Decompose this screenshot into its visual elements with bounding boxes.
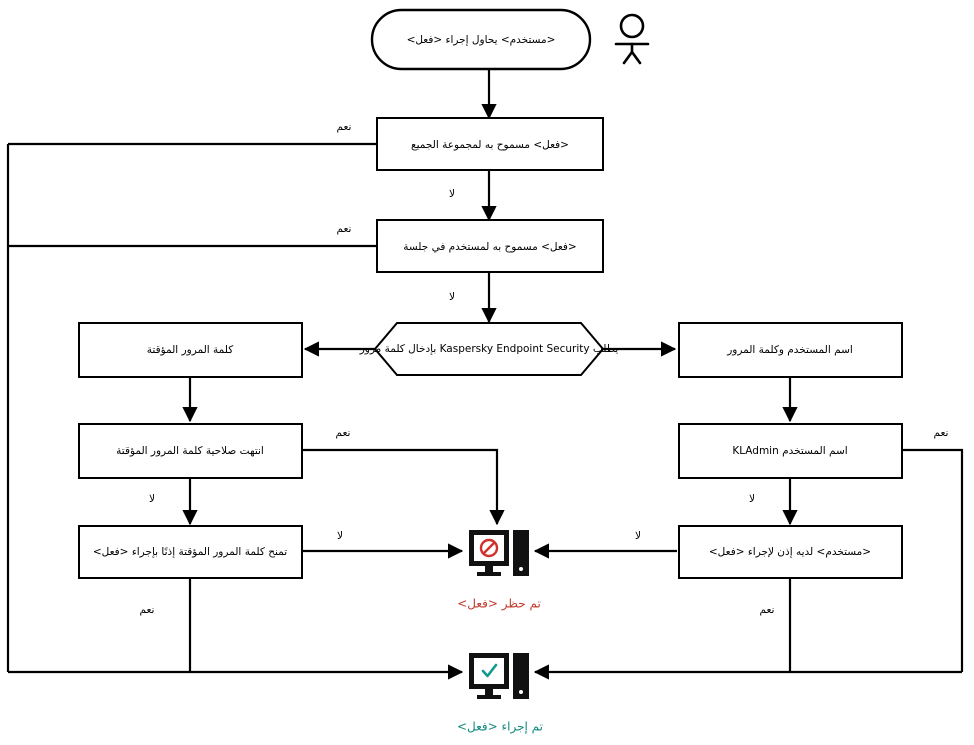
status-label-blocked: تم حظر <فعل> — [457, 597, 541, 612]
node-temporary-password-label: كلمة المرور المؤقتة — [147, 344, 233, 356]
node-kes-password-prompt[interactable]: يطلب Kaspersky Endpoint Security بإدخال … — [359, 322, 619, 376]
node-temporary-password-grants[interactable]: تمنح كلمة المرور المؤقتة إذنًا بإجراء <ف… — [78, 525, 303, 579]
edge-label-session-yes: نعم — [337, 223, 352, 235]
node-start[interactable]: ‎<مستخدم> يحاول إجراء <فعل> — [370, 8, 592, 71]
node-session-user-label: ‎<فعل> مسموح به لمستخدم في جلسة — [403, 241, 576, 253]
edge-kladmin-yes-to-allowed — [902, 448, 964, 672]
monitor-blocked-icon — [469, 530, 529, 576]
edge-label-expired-no: لا — [149, 493, 155, 505]
node-start-label: ‎<مستخدم> يحاول إجراء <فعل> — [407, 34, 556, 46]
node-username-and-password-label: اسم المستخدم وكلمة المرور — [726, 344, 853, 356]
status-label-allowed: تم إجراء <فعل> — [457, 720, 543, 735]
edge-label-grants-yes: نعم — [140, 604, 155, 616]
node-username-kladmin[interactable]: اسم المستخدم KLAdmin — [678, 423, 903, 479]
edge-label-grants-no: لا — [337, 530, 343, 542]
edge-label-session-no: لا — [449, 291, 455, 303]
edge-label-everyone-yes: نعم — [337, 121, 352, 133]
node-session-user[interactable]: ‎<فعل> مسموح به لمستخدم في جلسة — [376, 219, 604, 273]
node-temporary-password-grants-label: تمنح كلمة المرور المؤقتة إذنًا بإجراء <ف… — [93, 546, 287, 558]
node-user-has-permission[interactable]: ‎<مستخدم> لديه إذن لإجراء <فعل> — [678, 525, 903, 579]
node-username-and-password[interactable]: اسم المستخدم وكلمة المرور — [678, 322, 903, 378]
edge-label-expired-yes: نعم — [336, 427, 351, 439]
node-temporary-password[interactable]: كلمة المرور المؤقتة — [78, 322, 303, 378]
edge-expired-yes-to-blocked — [302, 448, 505, 526]
person-icon — [614, 13, 650, 65]
node-everyone-group[interactable]: ‎<فعل> مسموح به لمجموعة الجميع — [376, 117, 604, 171]
edge-label-everyone-no: لا — [449, 188, 455, 200]
node-kes-prompt-label: يطلب Kaspersky Endpoint Security بإدخال … — [359, 343, 619, 355]
edge-label-kladmin-yes: نعم — [934, 427, 949, 439]
monitor-check-icon — [469, 653, 529, 699]
node-temporary-password-expired[interactable]: انتهت صلاحية كلمة المرور المؤقتة — [78, 423, 303, 479]
edge-label-permission-yes: نعم — [760, 604, 775, 616]
edge-label-permission-no: لا — [635, 530, 641, 542]
node-username-kladmin-label: اسم المستخدم KLAdmin — [732, 445, 847, 457]
node-user-has-permission-label: ‎<مستخدم> لديه إذن لإجراء <فعل> — [709, 546, 871, 558]
edge-label-kladmin-no: لا — [749, 493, 755, 505]
node-everyone-group-label: ‎<فعل> مسموح به لمجموعة الجميع — [411, 139, 569, 151]
node-temporary-password-expired-label: انتهت صلاحية كلمة المرور المؤقتة — [116, 445, 264, 457]
